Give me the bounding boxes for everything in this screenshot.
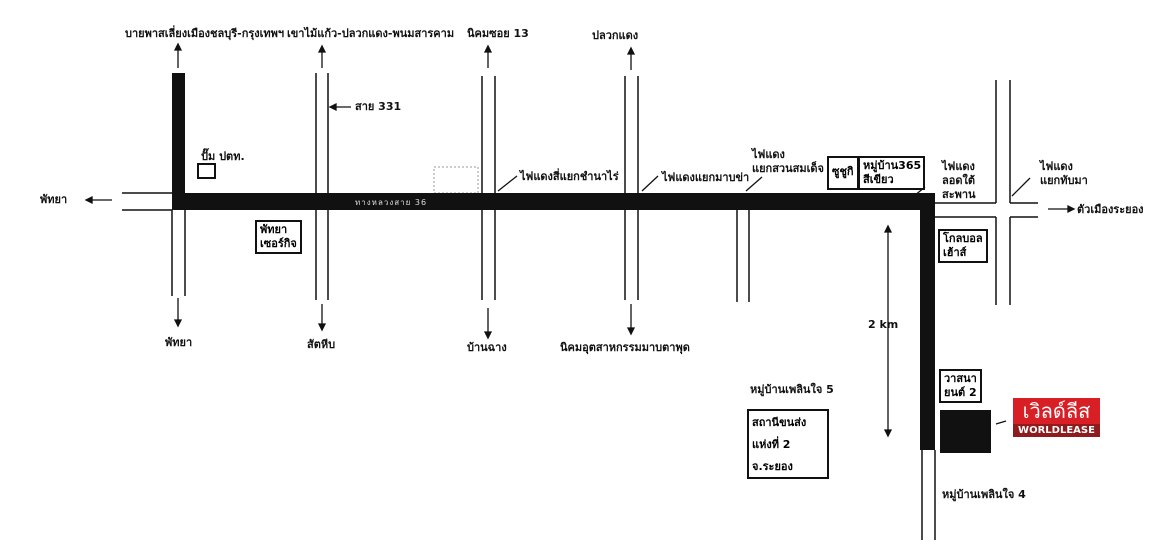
logo-thai: เวิลด์ลีส [1013,398,1100,424]
direction-pattaya-west: พัทยา [40,193,68,206]
direction-khao-mai-kaeo: เขาไม้แก้ว-ปลวกแดง-พนมสารคาม [287,27,455,40]
main-road-label: ทางหลวงสาย 36 [355,198,428,207]
logo-english: WORLDLEASE [1013,424,1100,437]
direction-map-ta-phut: นิคมอุตสาหกรรมมาบตาพุด [560,341,690,354]
traffic-light-underpass: ไฟแดงลอดใต้สะพาน [942,160,976,201]
direction-rayong-city: ตัวเมืองระยอง [1077,203,1144,216]
traffic-light-chamnarai: ไฟแดงสี่แยกชำนาไร่ [520,170,619,183]
global-house-box: โกลบอลเฮ้าส์ [938,229,988,263]
worldlease-site [940,410,991,453]
pattaya-sergit-box: พัทยาเซอร์กิจ [255,220,302,254]
gas-station-label: ปั๊ม ปตท. [201,150,245,163]
direction-ban-chang: บ้านฉาง [467,341,507,354]
village-5-label: หมู่บ้านเพลินใจ 5 [750,383,834,396]
traffic-light-thap-ma: ไฟแดงแยกทับมา [1040,160,1088,187]
direction-pluak-daeng: ปลวกแดง [592,29,639,42]
direction-sattahip: สัตหีบ [307,338,336,351]
route-331-label: สาย 331 [355,100,402,113]
direction-pattaya-south: พัทยา [165,336,193,349]
traffic-light-suan-somdet: ไฟแดงแยกสวนสมเด็จ [752,148,824,175]
main-road [172,193,935,210]
wasana-box: วาสนายนต์ 2 [939,369,982,403]
village-4-label: หมู่บ้านเพลินใจ 4 [942,488,1026,501]
worldlease-logo: เวิลด์ลีส WORLDLEASE [1013,398,1100,438]
direction-bypass-chonburi: บายพาสเลี่ยงเมืองชลบุรี-กรุงเทพฯ [125,27,285,40]
suzuki-box: ซูชูกิ [827,156,859,190]
direction-nikom-13: นิคมซอย 13 [467,27,529,40]
traffic-light-map-kha: ไฟแดงแยกมาบข่า [662,171,750,184]
distance-label: 2 km [868,318,899,331]
